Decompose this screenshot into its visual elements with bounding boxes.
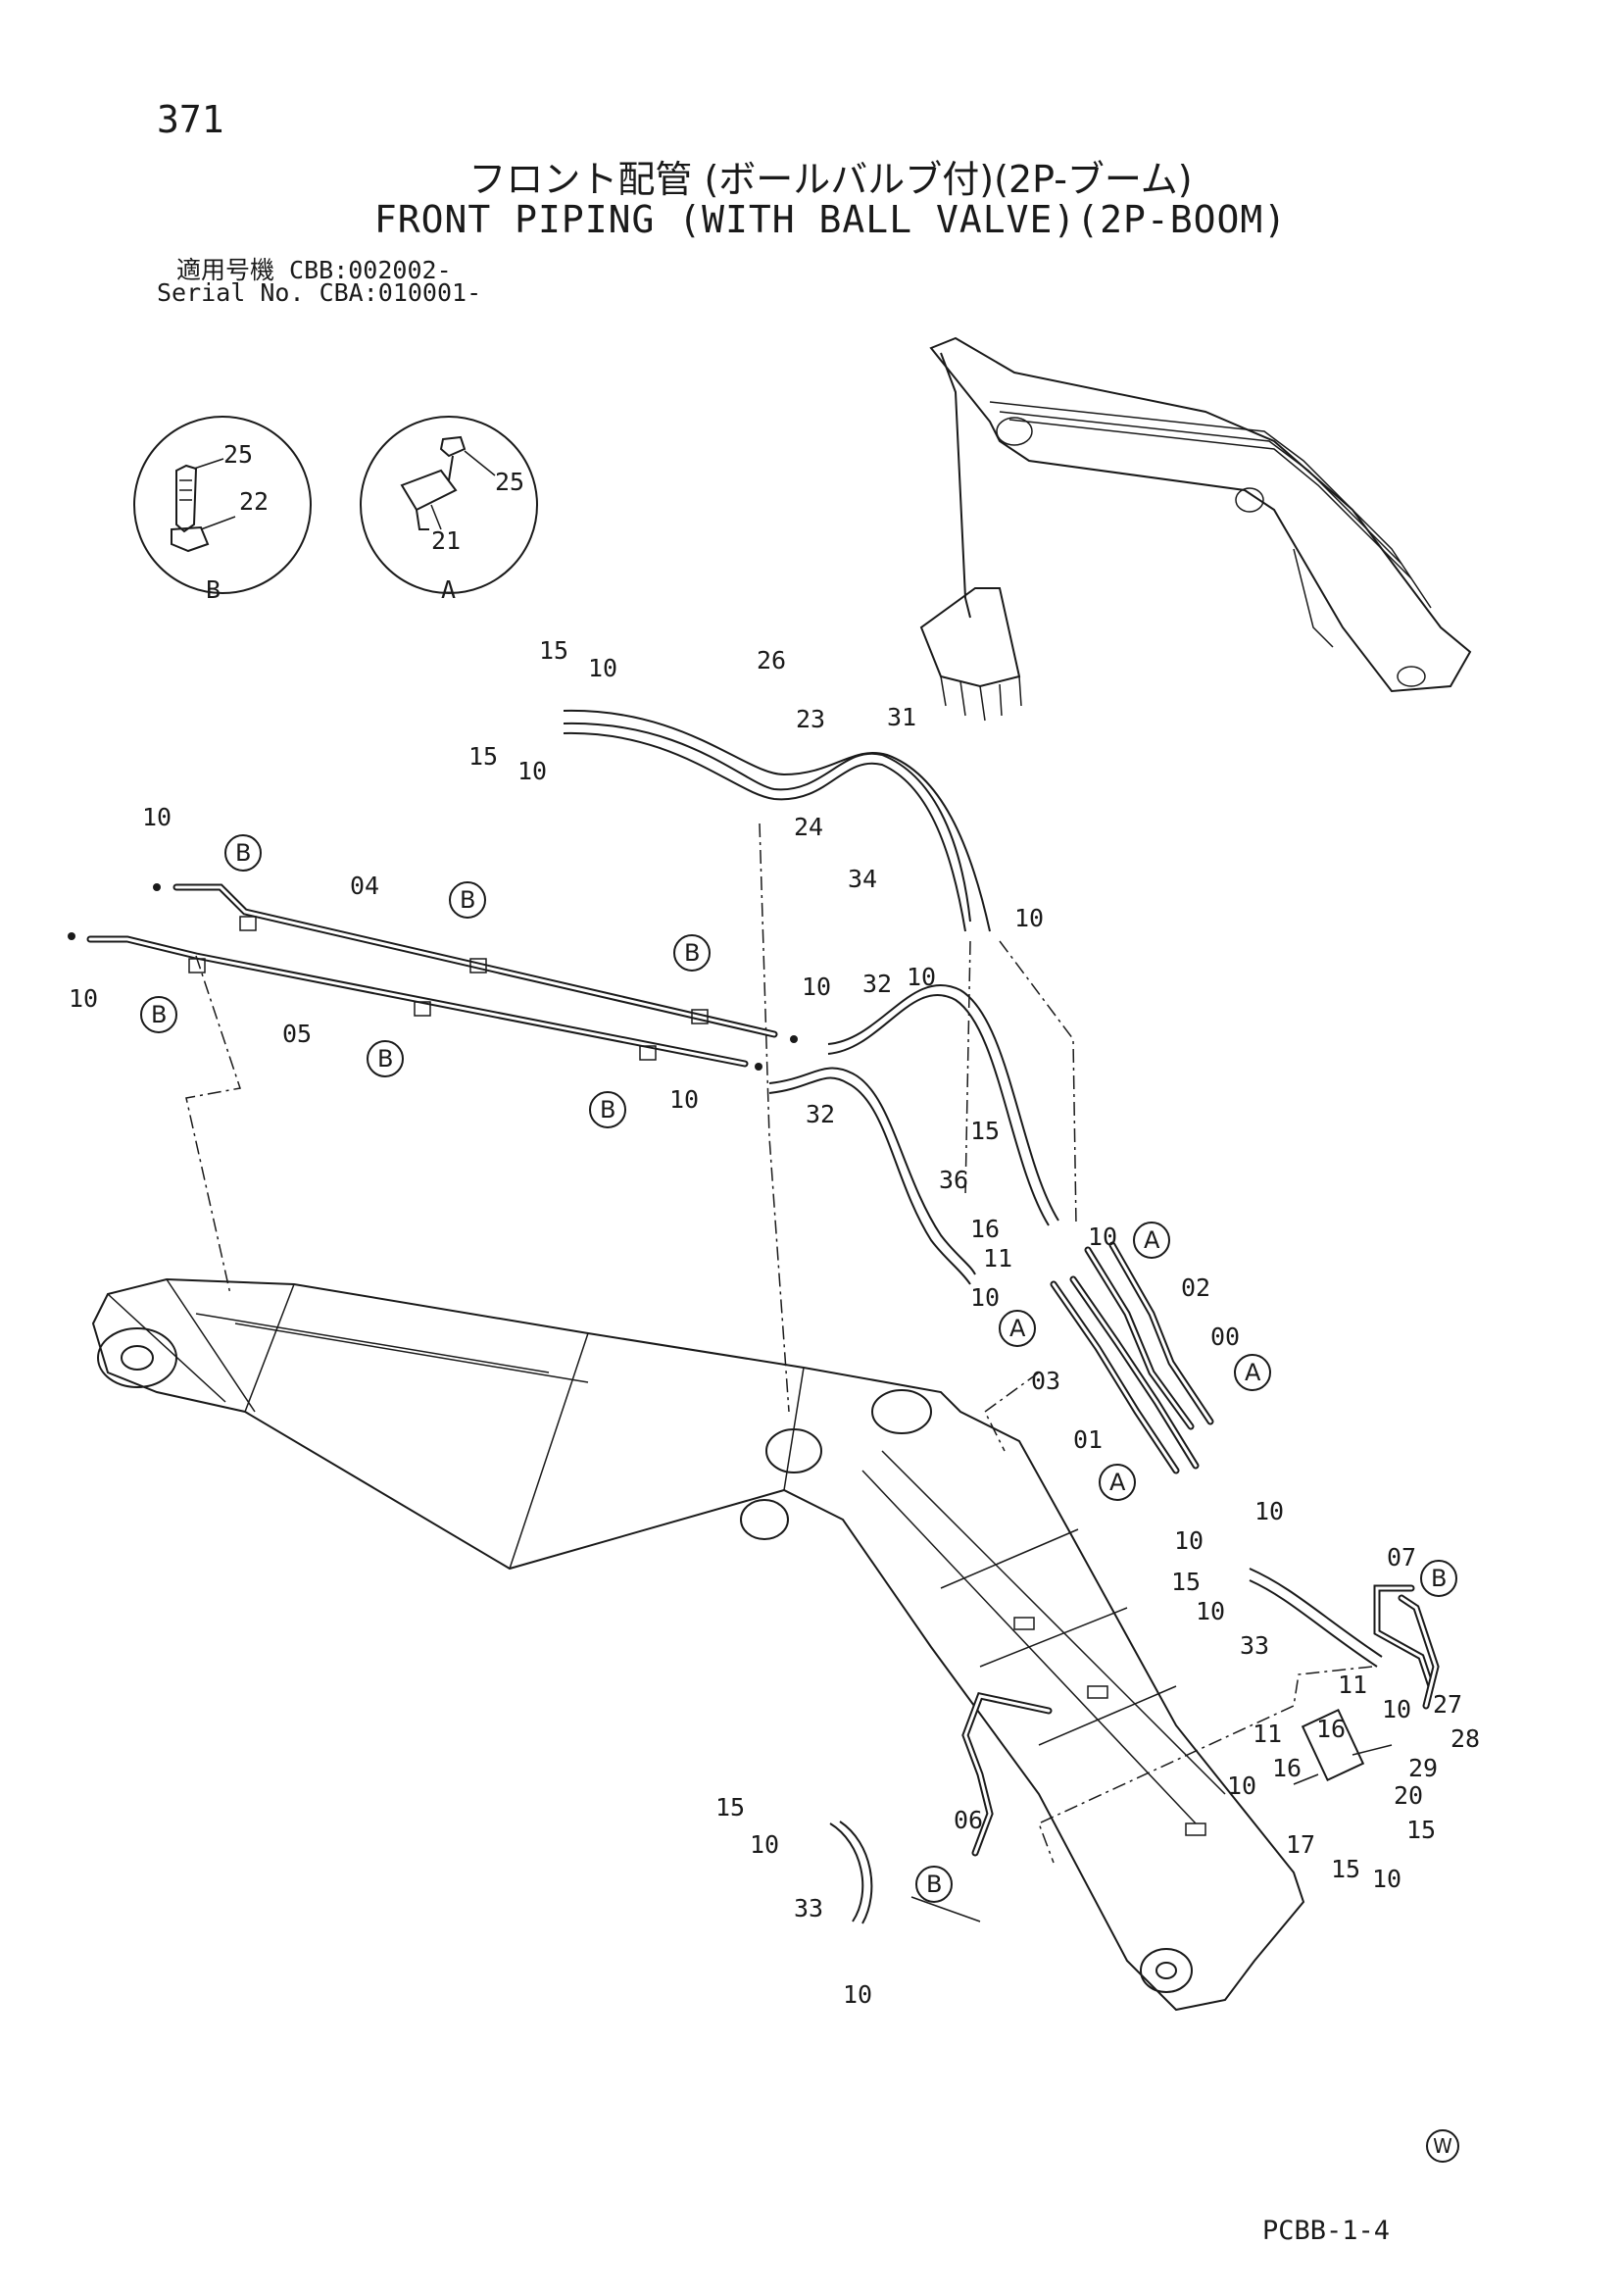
callout-17: 17 [1286, 1830, 1315, 1859]
callout-34: 34 [848, 865, 877, 893]
w-mark-icon: W [1426, 2129, 1459, 2163]
callout-36: 36 [939, 1166, 968, 1194]
excavator-overview-drawing [919, 336, 1472, 722]
callout-10: 10 [802, 973, 831, 1001]
callout-16: 16 [1272, 1754, 1302, 1782]
callout-10: 10 [1014, 904, 1044, 932]
clamp-labels: B B B B B B B B A A A A [140, 834, 1457, 1903]
callout-32: 32 [862, 970, 892, 998]
callout-25-detail-a: 25 [495, 468, 524, 496]
callout-10: 10 [517, 757, 547, 785]
callout-10: 10 [669, 1085, 699, 1114]
callout-27: 27 [1433, 1690, 1462, 1719]
callout-10: 10 [750, 1830, 779, 1859]
clamp-label-b-2: B [460, 886, 475, 914]
callout-15: 15 [1171, 1568, 1201, 1596]
clamp-label-a-4: A [1109, 1469, 1126, 1496]
detail-a-label: A [441, 575, 456, 604]
callout-24: 24 [794, 813, 823, 841]
callout-10: 10 [1174, 1526, 1204, 1555]
callout-10: 10 [907, 963, 936, 991]
callout-22-detail-b: 22 [239, 487, 269, 516]
callout-10: 10 [1382, 1695, 1411, 1723]
callout-10: 10 [142, 803, 172, 831]
callout-15: 15 [1406, 1816, 1436, 1844]
part-callouts: 15 10 15 10 26 23 31 24 34 10 04 10 05 1… [69, 636, 1480, 2009]
clamp-label-b-4: B [151, 1001, 167, 1028]
hoses-31-34-32 [563, 709, 1077, 1285]
callout-29: 29 [1408, 1754, 1438, 1782]
callout-07: 07 [1387, 1543, 1416, 1572]
leader-connectors [185, 823, 981, 1922]
callout-28: 28 [1450, 1724, 1480, 1753]
page-number: 371 [157, 98, 224, 141]
clamp-label-b-3: B [684, 939, 700, 967]
callout-16: 16 [1316, 1715, 1346, 1743]
clamp-label-a-3: A [1245, 1359, 1261, 1386]
applicable-serial-jp: 適用号機 CBB:002002- [176, 256, 452, 284]
callout-15: 15 [539, 636, 568, 665]
callout-06: 06 [954, 1806, 983, 1834]
callout-11: 11 [983, 1244, 1012, 1273]
callout-33: 33 [794, 1894, 823, 1922]
detail-view-a: 25 21 A [360, 416, 538, 604]
callout-04: 04 [350, 872, 379, 900]
callout-10: 10 [588, 654, 617, 682]
clamp-label-b-8: B [926, 1871, 942, 1898]
callout-15: 15 [468, 742, 498, 771]
boom-structure-drawing [91, 1277, 1305, 2012]
callout-16: 16 [970, 1215, 1000, 1243]
callout-10: 10 [970, 1283, 1000, 1312]
title-japanese: フロント配管 (ボールバルブ付)(2P-ブーム) [468, 158, 1193, 201]
callout-15: 15 [1331, 1855, 1360, 1883]
callout-31: 31 [887, 703, 916, 731]
serial-number: Serial No. CBA:010001- [157, 278, 482, 307]
callout-02: 02 [1181, 1273, 1210, 1302]
callout-03: 03 [1031, 1367, 1060, 1395]
callout-10: 10 [1372, 1865, 1401, 1893]
clamp-label-a-2: A [1009, 1315, 1026, 1342]
callout-10: 10 [843, 1980, 872, 2009]
title-english: FRONT PIPING (WITH BALL VALVE)(2P-BOOM) [373, 198, 1288, 241]
callout-25-detail-b: 25 [223, 440, 253, 469]
callout-26: 26 [757, 646, 786, 674]
callout-33: 33 [1240, 1631, 1269, 1660]
callout-11: 11 [1338, 1671, 1367, 1699]
clamp-label-b-5: B [377, 1045, 393, 1073]
callout-10: 10 [69, 984, 98, 1013]
callout-10: 10 [1196, 1597, 1225, 1625]
clamp-label-a-1: A [1144, 1226, 1160, 1254]
callout-00: 00 [1210, 1323, 1240, 1351]
callout-10: 10 [1227, 1772, 1256, 1800]
callout-21-detail-a: 21 [431, 526, 461, 555]
clamp-label-b-6: B [600, 1096, 615, 1123]
callout-15: 15 [715, 1793, 745, 1822]
detail-b-label: B [206, 575, 221, 604]
document-code: PCBB-1-4 [1262, 2216, 1391, 2246]
callout-32: 32 [806, 1100, 835, 1128]
callout-01: 01 [1073, 1425, 1103, 1454]
callout-15: 15 [970, 1117, 1000, 1145]
callout-23: 23 [796, 705, 825, 733]
callout-20: 20 [1394, 1781, 1423, 1810]
callout-05: 05 [282, 1020, 312, 1048]
callout-11: 11 [1253, 1720, 1282, 1748]
callout-10: 10 [1088, 1223, 1117, 1251]
clamp-label-b-1: B [235, 839, 251, 867]
valve-assembly [829, 1568, 1440, 1924]
clamp-label-b-7: B [1431, 1565, 1447, 1592]
callout-10: 10 [1254, 1497, 1284, 1525]
detail-view-b: 25 22 B [133, 416, 312, 604]
pipe-04-05 [68, 883, 798, 1071]
pipes-00-01-02-03 [984, 1241, 1214, 1474]
